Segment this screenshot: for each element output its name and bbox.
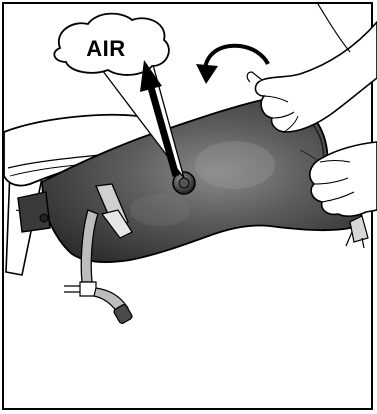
air-label: AIR	[84, 36, 128, 62]
seatpost-strap	[18, 192, 50, 232]
upper-hand	[247, 4, 377, 132]
